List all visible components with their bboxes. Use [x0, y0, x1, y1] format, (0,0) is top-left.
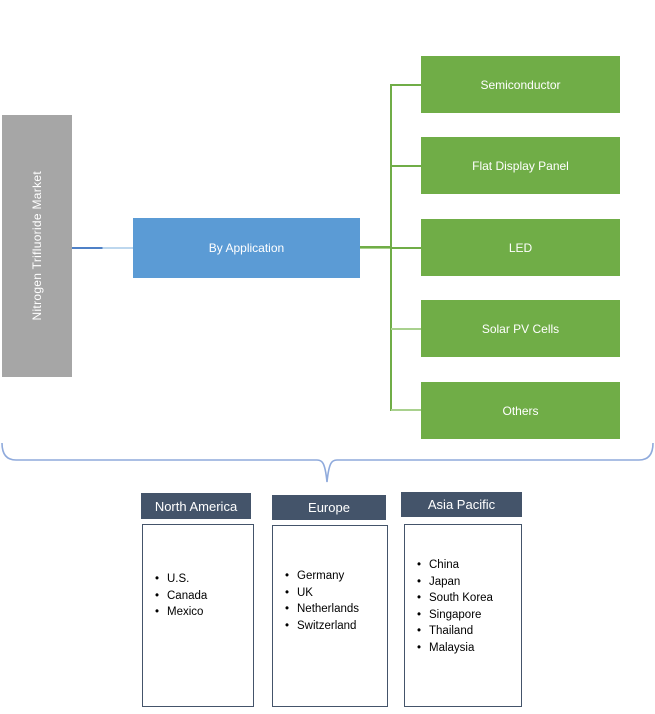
region-header-europe: Europe — [272, 495, 386, 520]
list-item-country: Malaysia — [405, 640, 521, 657]
node-solar-pv-cells: Solar PV Cells — [421, 300, 620, 357]
connector-application-trunk — [360, 246, 391, 249]
region-list-europe: Germany UK Netherlands Switzerland — [272, 525, 388, 707]
connector-branch-others — [391, 409, 421, 411]
region-header-europe-label: Europe — [308, 500, 350, 515]
node-semiconductor-label: Semiconductor — [480, 77, 561, 92]
region-header-asia-pacific: Asia Pacific — [401, 492, 522, 517]
node-by-application-label: By Application — [208, 241, 285, 255]
list-item-country: China — [405, 557, 521, 574]
list-item-country: Netherlands — [273, 601, 387, 618]
connector-branch-solar-pv-cells — [391, 328, 421, 330]
connector-branch-led — [391, 247, 421, 249]
list-item-country: Germany — [273, 568, 387, 585]
connector-branch-flat-display-panel — [391, 165, 421, 167]
node-flat-display-panel: Flat Display Panel — [421, 137, 620, 194]
country-list-asia-pacific: China Japan South Korea Singapore Thaila… — [405, 557, 521, 656]
list-item-country: Japan — [405, 574, 521, 591]
root-node-label: Nitrogen Trifluoride Market — [30, 171, 44, 321]
connector-branch-semiconductor — [391, 84, 421, 86]
country-list-north-america: U.S. Canada Mexico — [143, 571, 253, 621]
node-by-application: By Application — [133, 218, 360, 278]
list-item-country: Thailand — [405, 623, 521, 640]
connector-root-to-application — [72, 247, 133, 249]
underbrace-shape — [1, 442, 654, 483]
node-flat-display-panel-label: Flat Display Panel — [472, 158, 569, 173]
root-node-nitrogen-trifluoride-market: Nitrogen Trifluoride Market — [2, 115, 72, 377]
node-solar-pv-cells-label: Solar PV Cells — [481, 321, 560, 336]
list-item-country: South Korea — [405, 590, 521, 607]
node-others: Others — [421, 382, 620, 439]
region-header-asia-pacific-label: Asia Pacific — [427, 497, 496, 512]
country-list-europe: Germany UK Netherlands Switzerland — [273, 568, 387, 634]
list-item-country: UK — [273, 585, 387, 602]
region-header-north-america: North America — [141, 493, 251, 519]
list-item-country: Mexico — [143, 604, 253, 621]
region-list-north-america: U.S. Canada Mexico — [142, 524, 254, 707]
region-list-asia-pacific: China Japan South Korea Singapore Thaila… — [404, 524, 522, 707]
node-others-label: Others — [502, 403, 539, 418]
region-header-north-america-label: North America — [154, 498, 238, 514]
list-item-country: Singapore — [405, 607, 521, 624]
node-semiconductor: Semiconductor — [421, 56, 620, 113]
list-item-country: Canada — [143, 588, 253, 605]
node-led: LED — [421, 219, 620, 276]
list-item-country: Switzerland — [273, 618, 387, 635]
node-led-label: LED — [508, 240, 533, 255]
list-item-country: U.S. — [143, 571, 253, 588]
